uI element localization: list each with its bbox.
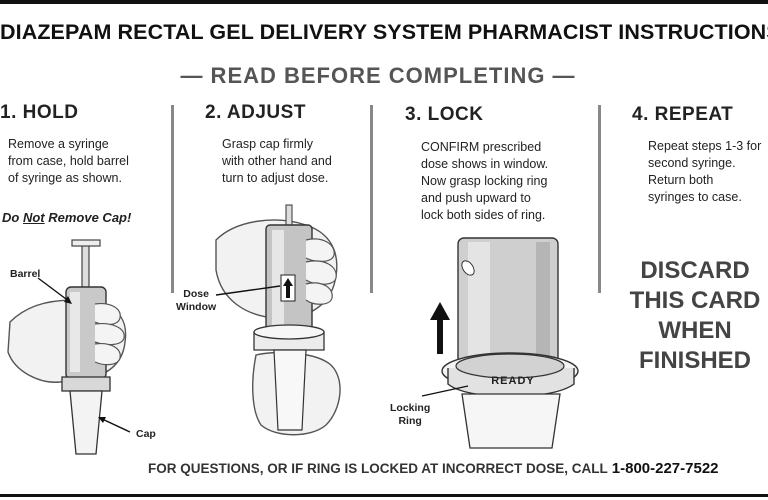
step-3-heading: 3. LOCK: [405, 104, 484, 125]
step-3-text: CONFIRM prescribed dose shows in window.…: [421, 140, 549, 222]
step-2-heading: 2. ADJUST: [205, 102, 306, 123]
divider-3: [598, 105, 601, 293]
warning-post: Remove Cap!: [44, 210, 132, 225]
card-title: DIAZEPAM RECTAL GEL DELIVERY SYSTEM PHAR…: [0, 20, 768, 44]
ready-ring-text: READY: [491, 375, 535, 387]
warning-pre: Do: [2, 210, 23, 225]
ready-text: READY: [491, 375, 535, 387]
lock-ring-illustration: [421, 237, 579, 449]
step-1-text: Remove a syringe from case, hold barrel …: [8, 137, 129, 185]
cap-label: Cap: [136, 428, 156, 440]
hold-syringe-illustration: [7, 239, 131, 455]
card-subtitle: — READ BEFORE COMPLETING —: [180, 63, 576, 88]
step-1-warning: Do Not Remove Cap!: [2, 210, 131, 225]
adjust-dose-illustration: [215, 204, 341, 436]
bottom-rule: [0, 494, 768, 497]
locking-ring-label: Locking Ring: [390, 402, 431, 427]
step-2-text: Grasp cap firmly with other hand and tur…: [222, 137, 332, 185]
step-4-text: Repeat steps 1-3 for second syringe. Ret…: [648, 139, 762, 204]
step-4-heading: 4. REPEAT: [632, 104, 734, 125]
dose-window-label: Dose Window: [176, 288, 217, 313]
footer-text: FOR QUESTIONS, OR IF RING IS LOCKED AT I…: [148, 461, 608, 476]
divider-2: [370, 105, 373, 293]
footer: FOR QUESTIONS, OR IF RING IS LOCKED AT I…: [148, 460, 719, 477]
footer-phone: 1-800-227-7522: [611, 460, 719, 477]
top-rule: [0, 0, 768, 4]
divider-1: [171, 105, 174, 293]
step-1-heading: 1. HOLD: [0, 102, 79, 123]
barrel-label: Barrel: [10, 268, 41, 280]
discard-notice: DISCARD THIS CARD WHEN FINISHED: [629, 257, 761, 374]
warning-not: Not: [22, 210, 45, 225]
